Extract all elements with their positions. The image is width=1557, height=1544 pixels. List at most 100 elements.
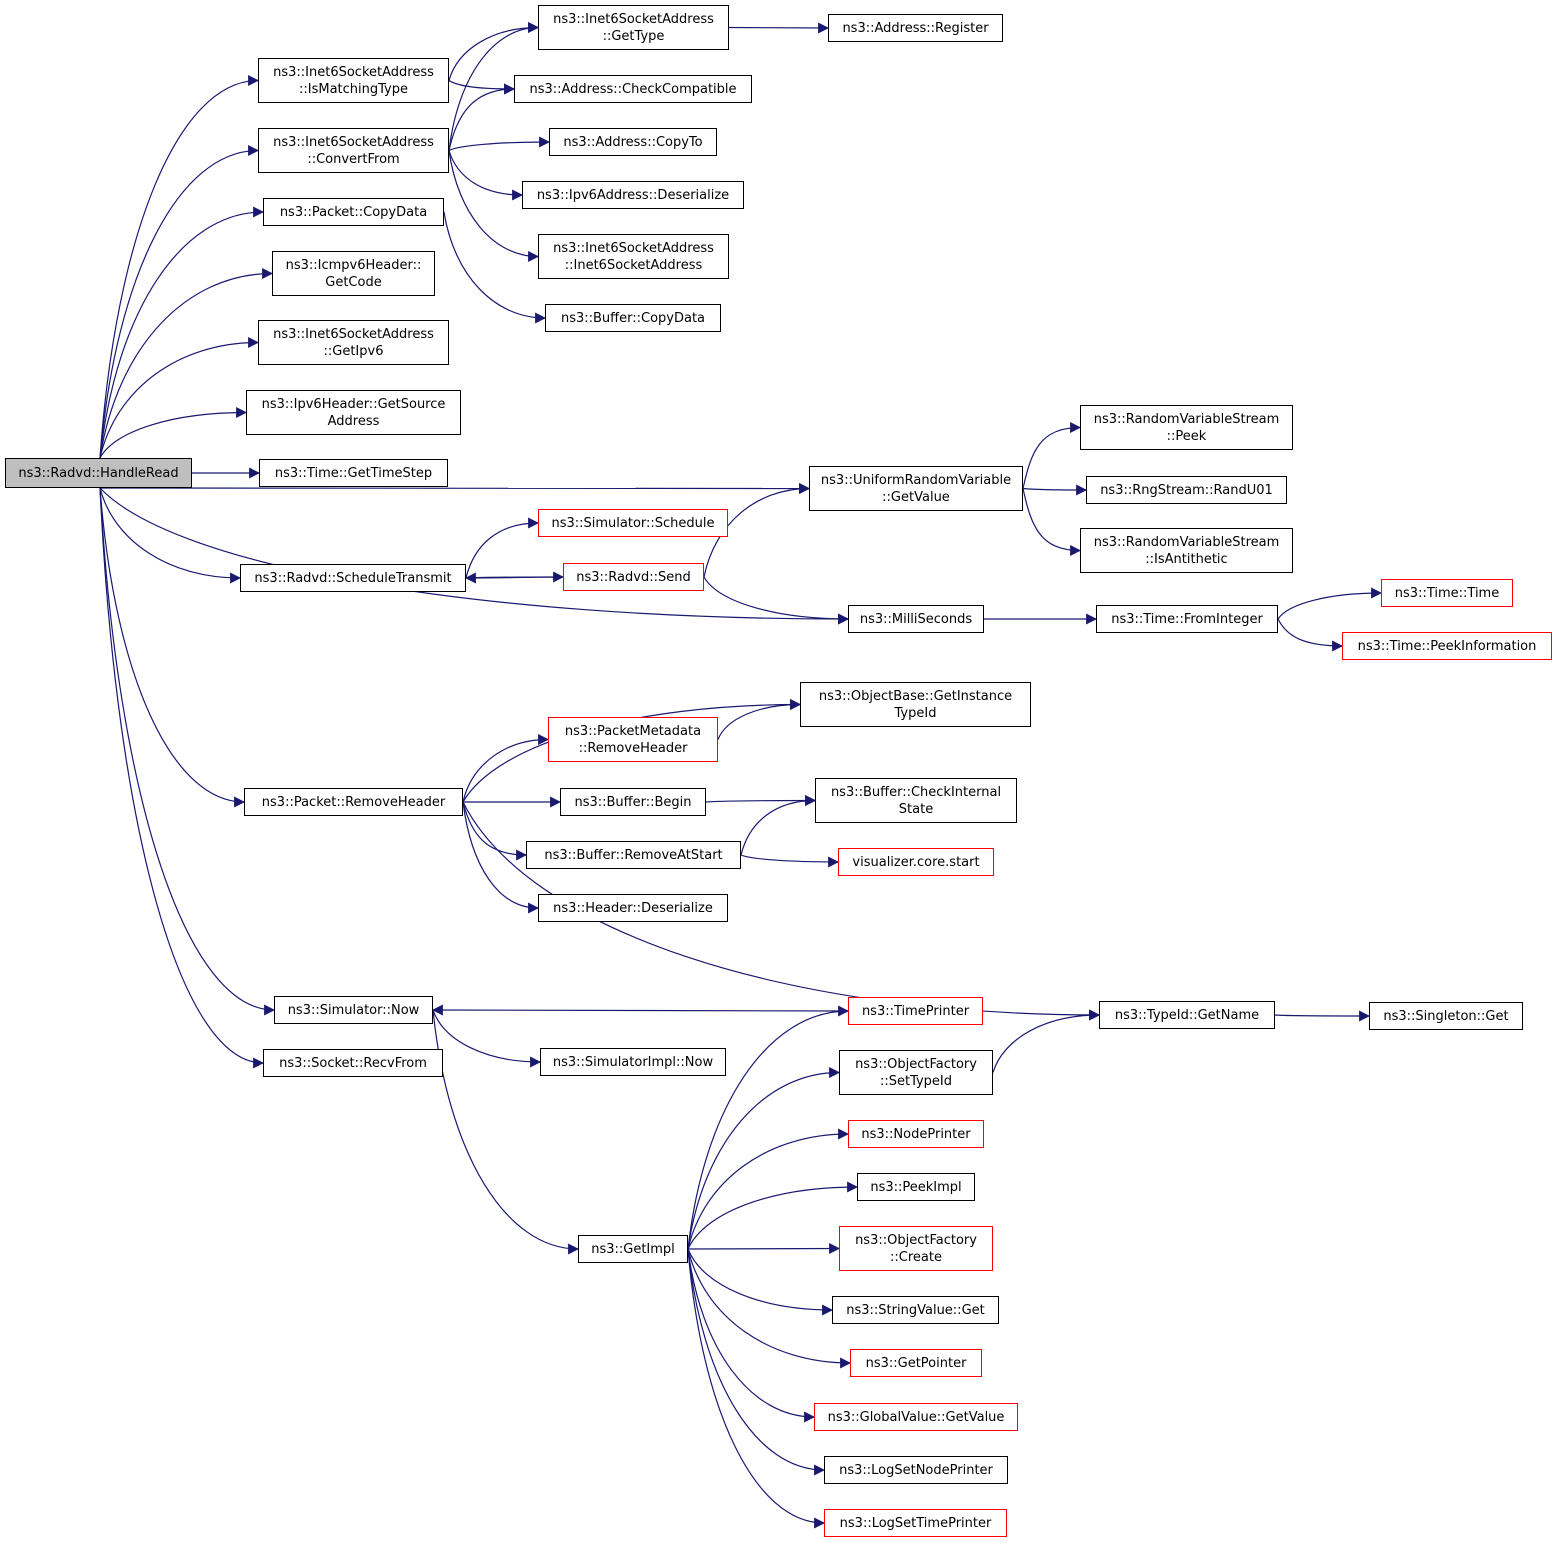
edge-convertfrom-to-ipv6_deserialize — [448, 150, 524, 201]
node-label-line: ns3::Simulator::Now — [287, 1002, 420, 1018]
node-packet-removeheader[interactable]: ns3::Packet::RemoveHeader — [244, 788, 463, 816]
node-label-line: ns3::Socket::RecvFrom — [279, 1055, 427, 1071]
edge-handleread-to-scheduletransmit — [99, 487, 242, 584]
node-label-line: ns3::Radvd::Send — [576, 569, 691, 585]
edge-getimpl-to-timeprinter — [687, 1005, 850, 1250]
edge-removeatstart-to-viz_start — [740, 854, 840, 868]
node-label-line: ns3::Header::Deserialize — [553, 900, 713, 916]
node-inet6socketaddress-getipv6[interactable]: ns3::Inet6SocketAddress::GetIpv6 — [258, 320, 449, 365]
edge-handleread-to-removeheader — [99, 487, 246, 808]
node-label-line: ns3::ObjectFactory — [855, 1232, 977, 1248]
edge-getimpl-to-logsettimeprinter — [687, 1248, 826, 1529]
edge-removeatstart-to-checkinternalstate — [740, 795, 817, 856]
node-getpointer[interactable]: ns3::GetPointer — [850, 1349, 982, 1377]
node-radvd-handleread[interactable]: ns3::Radvd::HandleRead — [5, 458, 192, 488]
node-inet6socketaddress-ismatchingtype[interactable]: ns3::Inet6SocketAddress::IsMatchingType — [258, 58, 449, 103]
node-label-line: ns3::RandomVariableStream — [1093, 534, 1280, 550]
node-label-line: visualizer.core.start — [852, 854, 980, 870]
node-label-line: ns3::NodePrinter — [861, 1126, 971, 1142]
edge-getimpl-to-setttypeid — [687, 1067, 841, 1250]
edge-scheduletransmit-to-schedule — [465, 517, 540, 579]
node-milliseconds[interactable]: ns3::MilliSeconds — [848, 605, 984, 633]
edge-inet6_gettype-to-address_register — [728, 22, 830, 34]
node-stringvalue-get[interactable]: ns3::StringValue::Get — [832, 1296, 999, 1324]
node-uniformrandomvariable-getvalue[interactable]: ns3::UniformRandomVariable::GetValue — [809, 466, 1023, 511]
node-label-line: ns3::Packet::CopyData — [279, 204, 428, 220]
node-nodeprinter[interactable]: ns3::NodePrinter — [848, 1120, 984, 1148]
node-rngstream-randu01[interactable]: ns3::RngStream::RandU01 — [1086, 476, 1287, 504]
node-logsetnodeprinter[interactable]: ns3::LogSetNodePrinter — [824, 1456, 1008, 1484]
node-singleton-get[interactable]: ns3::Singleton::Get — [1369, 1002, 1523, 1030]
node-randomvariablestream-isantithetic[interactable]: ns3::RandomVariableStream::IsAntithetic — [1080, 528, 1293, 573]
node-label-line: ns3::TimePrinter — [861, 1003, 970, 1019]
node-address-copyto[interactable]: ns3::Address::CopyTo — [549, 128, 717, 156]
node-inet6socketaddress-constructor[interactable]: ns3::Inet6SocketAddress::Inet6SocketAddr… — [538, 234, 729, 279]
node-packetmetadata-removeheader[interactable]: ns3::PacketMetadata::RemoveHeader — [548, 717, 718, 762]
node-label-line: ns3::ObjectBase::GetInstance — [818, 688, 1013, 704]
node-time-peekinformation[interactable]: ns3::Time::PeekInformation — [1342, 632, 1552, 660]
node-objectfactory-settypeid[interactable]: ns3::ObjectFactory::SetTypeId — [839, 1050, 993, 1095]
node-label-line: ns3::SimulatorImpl::Now — [552, 1054, 714, 1070]
node-label-line: ns3::Buffer::CheckInternal — [830, 784, 1002, 800]
node-label-line: ns3::LogSetNodePrinter — [839, 1462, 993, 1478]
node-getimpl[interactable]: ns3::GetImpl — [578, 1235, 688, 1263]
node-simulator-now[interactable]: ns3::Simulator::Now — [274, 996, 433, 1024]
edge-handleread-to-packet_copydata — [99, 206, 265, 459]
node-inet6socketaddress-convertfrom[interactable]: ns3::Inet6SocketAddress::ConvertFrom — [258, 128, 449, 173]
node-label-line: ns3::GlobalValue::GetValue — [827, 1409, 1005, 1425]
node-time-constructor[interactable]: ns3::Time::Time — [1381, 579, 1513, 607]
node-label-line: TypeId — [894, 705, 937, 721]
edge-uniform_getvalue-to-rvs_peek — [1022, 422, 1082, 489]
node-label-line: ns3::Address::CopyTo — [563, 134, 703, 150]
node-address-register[interactable]: ns3::Address::Register — [828, 14, 1003, 42]
node-buffer-copydata[interactable]: ns3::Buffer::CopyData — [545, 304, 721, 332]
edge-handleread-to-convertfrom — [99, 145, 260, 459]
node-objectfactory-create[interactable]: ns3::ObjectFactory::Create — [839, 1226, 993, 1271]
node-address-checkcompatible[interactable]: ns3::Address::CheckCompatible — [514, 75, 752, 103]
node-label-line: ::Create — [890, 1249, 942, 1265]
node-label-line: Address — [327, 413, 380, 429]
node-globalvalue-getvalue[interactable]: ns3::GlobalValue::GetValue — [814, 1403, 1018, 1431]
node-radvd-scheduletransmit[interactable]: ns3::Radvd::ScheduleTransmit — [240, 564, 466, 592]
edge-convertfrom-to-address_copyto — [448, 136, 551, 152]
node-peekimpl[interactable]: ns3::PeekImpl — [857, 1173, 975, 1201]
edge-getimpl-to-nodeprinter — [687, 1128, 850, 1250]
edge-simulator_now-to-getimpl — [432, 1009, 580, 1255]
node-logsettimeprinter[interactable]: ns3::LogSetTimePrinter — [824, 1509, 1007, 1537]
node-time-gettimestep[interactable]: ns3::Time::GetTimeStep — [259, 459, 448, 487]
node-label-line: ::GetValue — [882, 489, 950, 505]
node-label-line: ns3::Buffer::RemoveAtStart — [544, 847, 723, 863]
node-label-line: ns3::Inet6SocketAddress — [273, 134, 434, 150]
node-label-line: ::Inet6SocketAddress — [564, 257, 703, 273]
node-label-line: ::IsAntithetic — [1145, 551, 1228, 567]
node-typeid-getname[interactable]: ns3::TypeId::GetName — [1099, 1001, 1275, 1029]
node-label-line: ns3::Buffer::CopyData — [560, 310, 706, 326]
node-radvd-send[interactable]: ns3::Radvd::Send — [563, 563, 704, 591]
node-label-line: ::GetType — [602, 28, 665, 44]
edge-handleread-to-icmpv6_getcode — [99, 268, 274, 459]
node-socket-recvfrom[interactable]: ns3::Socket::RecvFrom — [263, 1049, 443, 1077]
node-header-deserialize[interactable]: ns3::Header::Deserialize — [538, 894, 728, 922]
node-ipv6address-deserialize[interactable]: ns3::Ipv6Address::Deserialize — [522, 181, 744, 209]
node-randomvariablestream-peek[interactable]: ns3::RandomVariableStream::Peek — [1080, 405, 1293, 450]
node-icmpv6header-getcode[interactable]: ns3::Icmpv6Header::GetCode — [272, 251, 435, 296]
edge-send-to-scheduletransmit — [464, 572, 564, 584]
edge-getimpl-to-logsetnodeprinter — [687, 1248, 826, 1476]
node-simulator-schedule[interactable]: ns3::Simulator::Schedule — [538, 509, 728, 537]
node-timeprinter[interactable]: ns3::TimePrinter — [848, 997, 983, 1025]
node-label-line: ns3::Address::Register — [842, 20, 989, 36]
node-time-frominteger[interactable]: ns3::Time::FromInteger — [1096, 605, 1278, 633]
node-packet-copydata[interactable]: ns3::Packet::CopyData — [263, 198, 444, 226]
node-buffer-removeatstart[interactable]: ns3::Buffer::RemoveAtStart — [526, 841, 741, 869]
node-inet6socketaddress-gettype[interactable]: ns3::Inet6SocketAddress::GetType — [538, 5, 729, 50]
node-simulatorimpl-now[interactable]: ns3::SimulatorImpl::Now — [540, 1048, 726, 1076]
node-label-line: State — [898, 801, 934, 817]
edge-send-to-uniform_getvalue — [703, 483, 811, 578]
edge-removeheader-to-removeatstart — [462, 801, 528, 861]
node-visualizer-core-start[interactable]: visualizer.core.start — [838, 848, 994, 876]
node-buffer-begin[interactable]: ns3::Buffer::Begin — [560, 788, 706, 816]
